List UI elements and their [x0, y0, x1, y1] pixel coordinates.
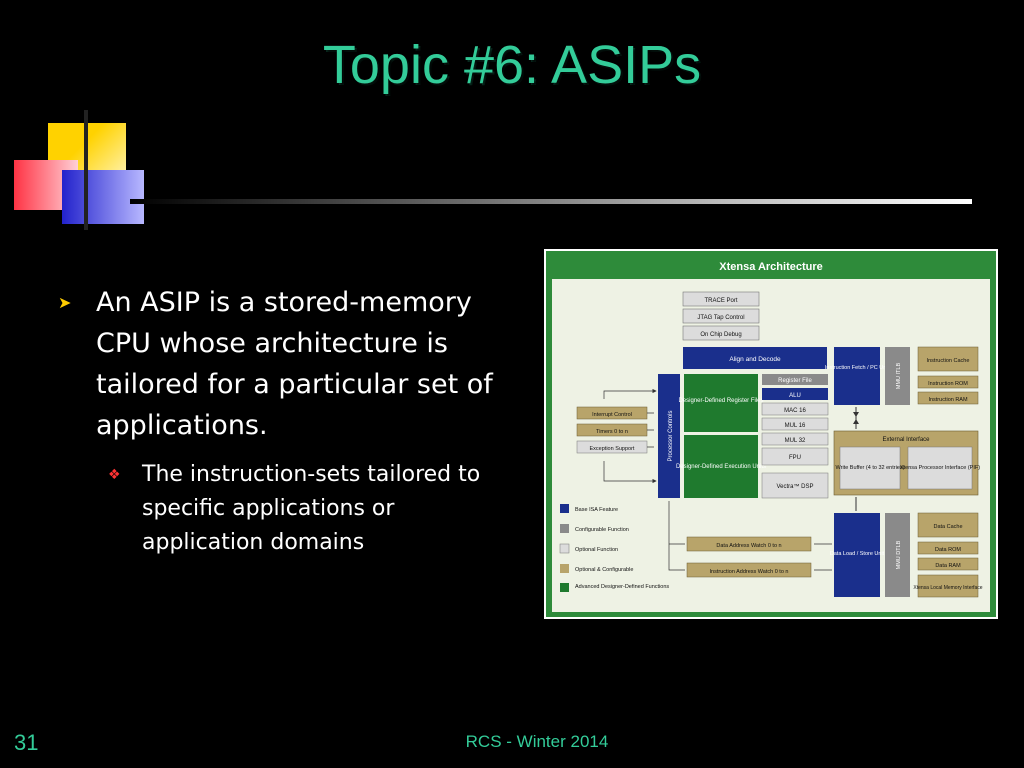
slide-title: Topic #6: ASIPs	[322, 35, 702, 95]
sub-bullet-item: ❖ The instruction-sets tailored to speci…	[58, 458, 498, 560]
decor-vertical-line	[84, 110, 88, 230]
alu-label: ALU	[789, 393, 801, 399]
write-buffer-label: Write Buffer (4 to 32 entries)	[836, 465, 905, 471]
diagram-title: Xtensa Architecture	[719, 261, 823, 273]
legend-optional-configurable: Optional & Configurable	[575, 567, 633, 573]
timers-label: Timers 0 to n	[596, 429, 628, 435]
data-ram-label: Data RAM	[935, 563, 961, 569]
slide-number: 31	[14, 730, 39, 755]
exception-support-label: Exception Support	[590, 446, 635, 452]
data-rom-label: Data ROM	[935, 547, 961, 553]
decor-horizontal-line	[130, 199, 972, 204]
bullet-text: An ASIP is a stored-memory CPU whose arc…	[96, 287, 493, 441]
bullet-list: ➤ An ASIP is a stored-memory CPU whose a…	[58, 282, 498, 560]
load-store-label: Data Load / Store Unit	[830, 551, 885, 557]
designer-regfile-label: Designer-Defined Register Files	[678, 398, 763, 404]
sub-bullet-text: The instruction-sets tailored to specifi…	[142, 462, 481, 555]
instr-ram-label: Instruction RAM	[928, 397, 968, 403]
jtag-label: JTAG Tap Control	[697, 315, 744, 321]
fpu-label: FPU	[789, 455, 801, 461]
decor-blue-square	[62, 170, 144, 224]
on-chip-debug-label: On Chip Debug	[700, 332, 741, 338]
legend-advanced: Advanced Designer-Defined Functions	[575, 584, 669, 590]
mmu-itlb-label: MMU ITLB	[896, 363, 902, 390]
bullet-item: ➤ An ASIP is a stored-memory CPU whose a…	[58, 282, 498, 446]
processor-controls-label: Processor Controls	[668, 410, 674, 461]
data-addr-watch-label: Data Address Watch 0 to n	[716, 543, 781, 549]
mac16-label: MAC 16	[784, 408, 806, 414]
xtensa-diagram: Xtensa Architecture TRACE Port JTAG Tap …	[544, 249, 998, 619]
footer-text: RCS - Winter 2014	[465, 732, 609, 751]
trace-port-label: TRACE Port	[704, 298, 737, 304]
designer-exec-label: Designer-Defined Execution Units	[676, 464, 766, 470]
instr-cache-label: Instruction Cache	[927, 358, 970, 364]
interrupt-control-label: Interrupt Control	[592, 412, 632, 418]
instr-addr-watch-label: Instruction Address Watch 0 to n	[710, 569, 789, 575]
local-mem-label: Xtensa Local Memory Interface	[913, 585, 982, 591]
diamond-bullet-icon: ❖	[108, 467, 121, 483]
mul32-label: MUL 32	[785, 438, 806, 444]
vectra-label: Vectra™ DSP	[776, 483, 813, 490]
arrow-bullet-icon: ➤	[58, 293, 72, 312]
register-file-label: Register File	[778, 378, 812, 384]
pif-label: Xtensa Processor Interface (PIF)	[900, 465, 980, 471]
mul16-label: MUL 16	[785, 423, 806, 429]
external-interface-label: External Interface	[882, 437, 930, 443]
legend-configurable: Configurable Function	[575, 527, 629, 533]
mmu-dtlb-label: MMU DTLB	[896, 540, 902, 569]
legend-optional: Optional Function	[575, 547, 618, 553]
instr-rom-label: Instruction ROM	[928, 381, 968, 387]
fetch-unit-label: Instruction Fetch / PC Unit	[825, 365, 890, 371]
svg-text:Designer-Defined Register File: Designer-Defined Register Files	[678, 398, 763, 404]
align-decode-label: Align and Decode	[729, 356, 781, 363]
legend-base-isa: Base ISA Feature	[575, 507, 618, 513]
data-cache-label: Data Cache	[933, 524, 962, 530]
